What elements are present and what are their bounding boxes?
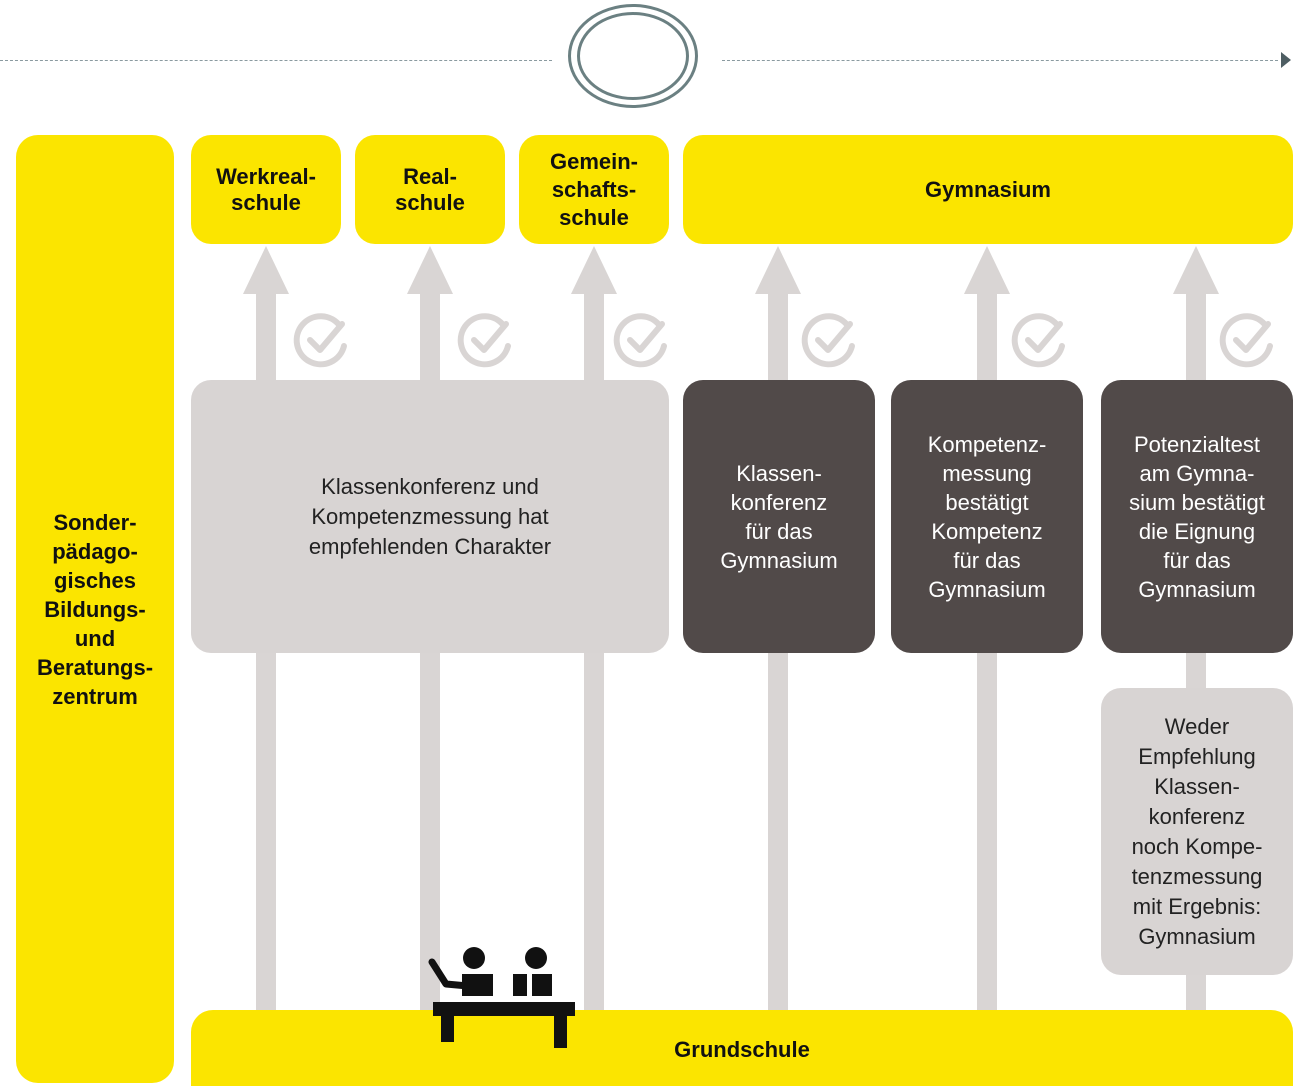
triangle-marker-icon: [1281, 52, 1291, 68]
side-counseling-center: Sonder- pädago- gisches Bildungs- und Be…: [16, 135, 174, 1083]
arrowhead-gym-3: [1173, 246, 1219, 294]
classroom-pictogram-icon: [428, 947, 575, 1048]
arrowhead-gemeinschaft: [571, 246, 617, 294]
double-ring-ornament-outer: [568, 4, 698, 108]
arrowhead-real: [407, 246, 453, 294]
check-circle-icon: [1011, 313, 1065, 368]
arrowhead-gym-1: [755, 246, 801, 294]
school-gymnasium-label: Gymnasium: [925, 176, 1051, 202]
check-circle-icon: [1219, 313, 1273, 368]
bottom-grundschule-label: Grundschule: [674, 1037, 810, 1062]
box-class-conference-label: Klassen- konferenz für das Gymnasium: [720, 460, 838, 573]
box-recommendation-label: Klassenkonferenz und Kompetenzmessung ha…: [308, 474, 552, 559]
arrowhead-gym-2: [964, 246, 1010, 294]
double-ring-ornament-inner: [577, 12, 689, 100]
check-circle-icon: [801, 313, 855, 368]
box-potential-test-label: Potenzialtest am Gymna- sium bestätigt d…: [1129, 431, 1265, 602]
header-dashed-line-right: [722, 60, 1278, 61]
bottom-grundschule: Grundschule: [191, 1010, 1293, 1086]
box-competence-measurement: Kompetenz- messung bestätigt Kompetenz f…: [891, 380, 1083, 653]
school-gymnasium: Gymnasium: [683, 135, 1293, 244]
arrowhead-werkreal: [243, 246, 289, 294]
school-gemeinschaftsschule: Gemein- schafts- schule: [519, 135, 669, 244]
check-circle-icon: [293, 313, 347, 368]
box-recommendation: Klassenkonferenz und Kompetenzmessung ha…: [191, 380, 669, 653]
school-realschule: Real- schule: [355, 135, 505, 244]
side-counseling-center-label: Sonder- pädago- gisches Bildungs- und Be…: [36, 509, 154, 709]
check-circle-icon: [457, 313, 511, 368]
school-gemeinschaftsschule-label: Gemein- schafts- schule: [549, 148, 639, 230]
school-werkrealschule-label: Werkreal- schule: [216, 163, 316, 215]
school-realschule-label: Real- schule: [395, 163, 465, 215]
check-circle-icon: [613, 313, 667, 368]
box-competence-measurement-label: Kompetenz- messung bestätigt Kompetenz f…: [927, 431, 1047, 602]
header-dashed-line-left: [0, 60, 552, 61]
box-neither-recommendation-label: Weder Empfehlung Klassen- konferenz noch…: [1131, 713, 1263, 949]
box-potential-test: Potenzialtest am Gymna- sium bestätigt d…: [1101, 380, 1293, 653]
box-class-conference: Klassen- konferenz für das Gymnasium: [683, 380, 875, 653]
box-neither-recommendation: Weder Empfehlung Klassen- konferenz noch…: [1101, 688, 1293, 975]
school-werkrealschule: Werkreal- schule: [191, 135, 341, 244]
